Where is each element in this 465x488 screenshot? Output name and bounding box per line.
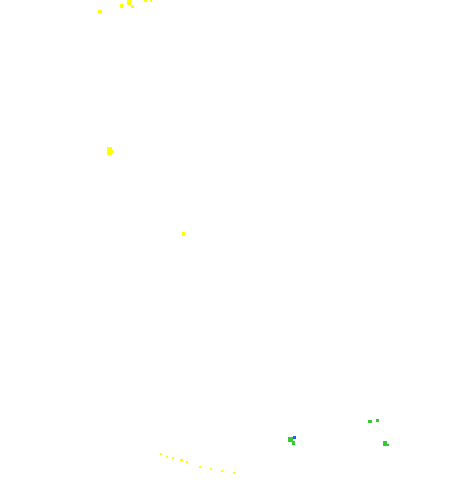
top-left-yellow-cluster-speck [131,5,134,8]
top-left-yellow-cluster-speck [150,0,152,2]
bottom-yellow-trail-speck [221,470,223,472]
bottom-right-green-cluster-speck [387,444,389,446]
top-left-yellow-cluster [98,0,152,13]
bottom-yellow-trail-speck [199,466,201,468]
bottom-yellow-trail [160,453,235,474]
bottom-right-green-cluster-speck [288,437,293,442]
left-mid-yellow-dot [107,147,113,155]
bottom-right-green-cluster-speck [368,420,372,423]
bottom-yellow-trail-speck [160,453,162,455]
center-yellow-dot-speck [182,232,185,236]
left-mid-yellow-dot-speck [107,147,112,155]
bottom-yellow-trail-speck [172,457,174,459]
top-left-yellow-cluster-speck [127,0,131,5]
top-left-yellow-cluster-speck [144,0,147,2]
bottom-right-green-cluster-speck [376,419,379,422]
bottom-yellow-trail-speck [186,461,188,463]
bottom-right-green-cluster-speck [292,441,295,445]
bottom-right-green-cluster [288,419,389,446]
bottom-yellow-trail-speck [210,468,212,470]
left-mid-yellow-dot-speck [110,150,113,153]
center-yellow-dot [182,232,185,236]
bottom-yellow-trail-speck [180,459,183,461]
bottom-yellow-trail-speck [166,456,168,458]
bottom-right-blue-dot-speck [293,436,296,439]
top-left-yellow-cluster-speck [120,4,123,8]
bottom-right-green-cluster-speck [383,441,387,446]
top-left-yellow-cluster-speck [98,10,102,13]
bottom-right-blue-dot [293,436,296,439]
bottom-yellow-trail-speck [233,472,235,474]
